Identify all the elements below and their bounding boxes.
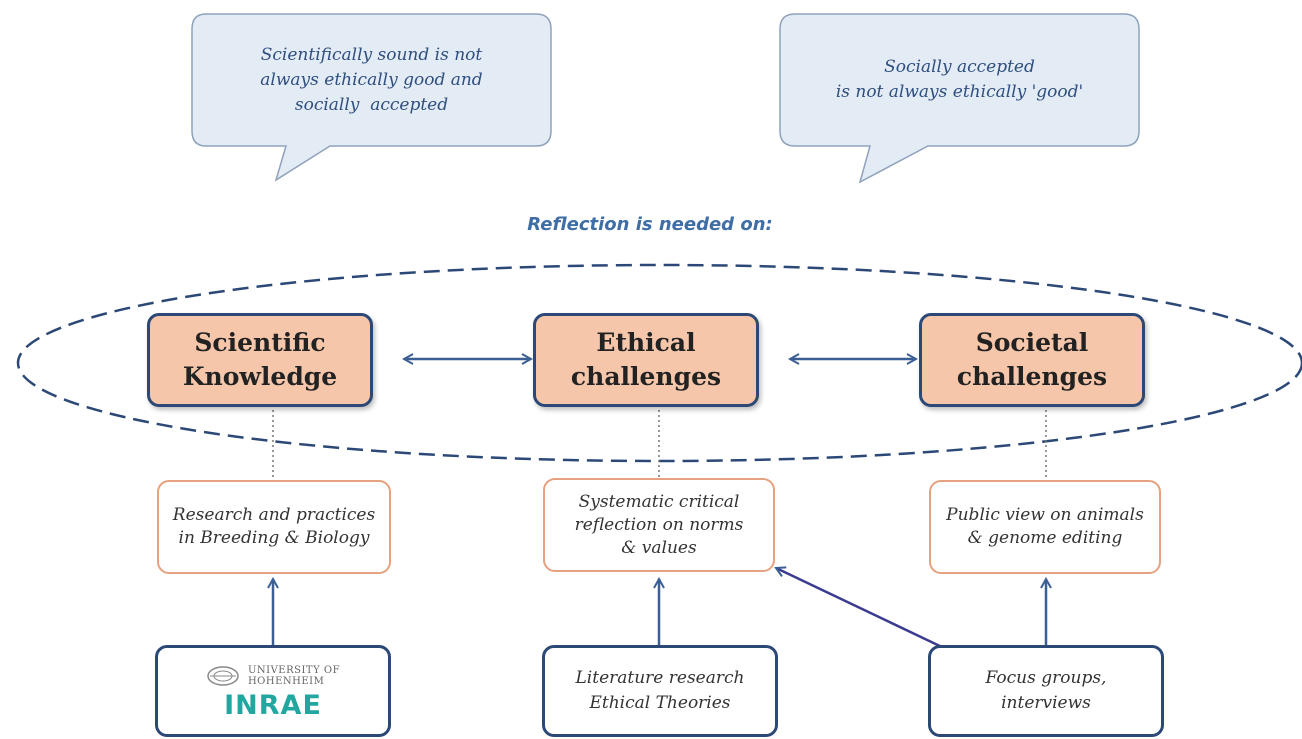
box-label: Systematic critical — [578, 491, 740, 512]
box-label: challenges — [570, 362, 722, 391]
bubble-left-line: always ethically good and — [260, 69, 483, 90]
box-label: in Breeding & Biology — [178, 528, 370, 548]
university-logo: UNIVERSITY OF HOHENHEIM — [206, 665, 340, 687]
box-label: Knowledge — [182, 362, 338, 391]
box-scientific-knowledge: Scientific Knowledge — [147, 313, 373, 407]
box-label: interviews — [1001, 693, 1091, 713]
bubble-left-line: socially accepted — [294, 94, 449, 115]
university-seal-icon — [207, 665, 239, 686]
arrow-diagonal-focus-to-reflection — [776, 568, 945, 650]
box-label: Research and practices — [172, 505, 376, 525]
box-label: Societal — [975, 328, 1089, 357]
box-ethical-challenges: Ethical challenges — [533, 313, 759, 407]
box-label: challenges — [956, 362, 1108, 391]
box-label: reflection on norms — [574, 514, 744, 535]
box-focus-groups: Focus groups, interviews — [928, 645, 1164, 737]
speech-bubble-left-shape — [191, 13, 552, 182]
university-name-line: HOHENHEIM — [247, 675, 325, 687]
box-public-view: Public view on animals & genome editing — [929, 480, 1161, 574]
university-name-line: UNIVERSITY OF — [247, 664, 341, 676]
box-societal-challenges: Societal challenges — [919, 313, 1145, 407]
inrae-logo: INRAE — [224, 689, 322, 721]
box-institution-logos: UNIVERSITY OF HOHENHEIM INRAE — [155, 645, 391, 737]
speech-bubble-right: Socially accepted is not always ethicall… — [780, 14, 1139, 146]
box-label: Scientific — [194, 328, 326, 357]
box-research-practices: Research and practices in Breeding & Bio… — [157, 480, 391, 574]
box-label: Focus groups, — [985, 668, 1107, 688]
box-label: Ethical — [596, 328, 696, 357]
box-label: Public view on animals — [946, 505, 1144, 525]
reflection-heading: Reflection is needed on: — [527, 214, 773, 235]
reflection-ellipse — [16, 263, 1302, 463]
bubble-right-line: is not always ethically 'good' — [835, 82, 1084, 102]
bubble-right-line: Socially accepted — [884, 57, 1035, 77]
box-label: & genome editing — [967, 528, 1123, 548]
bubble-left-line: Scientifically sound is not — [260, 44, 483, 65]
box-label: Literature research — [575, 668, 745, 688]
speech-bubble-right-shape — [779, 13, 1140, 184]
box-literature-research: Literature research Ethical Theories — [542, 645, 778, 737]
box-label: Ethical Theories — [589, 693, 731, 713]
box-label: & values — [621, 537, 697, 558]
speech-bubble-left: Scientifically sound is not always ethic… — [192, 14, 551, 146]
box-critical-reflection: Systematic critical reflection on norms … — [543, 478, 775, 572]
